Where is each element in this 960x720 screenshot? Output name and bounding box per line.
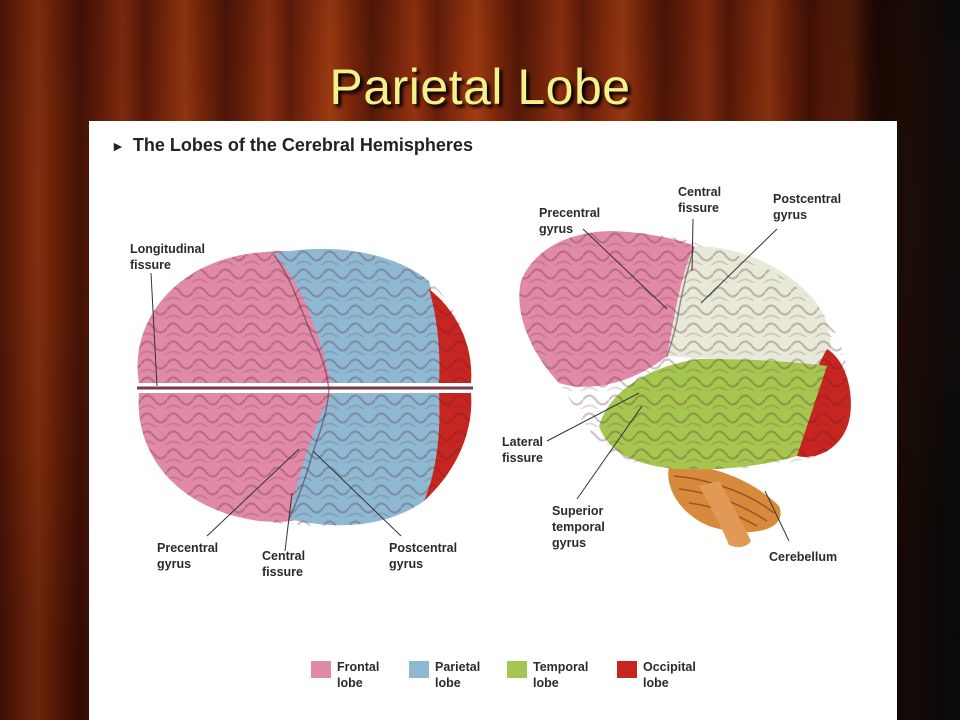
triangle-marker-icon: ► [111, 138, 125, 154]
legend-swatch-occipital [617, 661, 637, 678]
label-top-postcentral-gyrus: Postcentral gyrus [389, 541, 458, 571]
figure-heading: ► The Lobes of the Cerebral Hemispheres [111, 135, 473, 156]
side-view-leader-lines [546, 218, 790, 542]
label-side-central-fissure: Central fissure [678, 185, 722, 215]
legend-label-parietal: Parietal lobe [435, 660, 481, 690]
legend-label-occipital: Occipital lobe [643, 660, 696, 690]
legend-swatch-temporal [507, 661, 527, 678]
legend-label-temporal: Temporal lobe [533, 660, 589, 690]
label-side-postcentral-gyrus: Postcentral gyrus [773, 192, 842, 222]
legend-label-frontal: Frontal lobe [337, 660, 380, 690]
side-view-brain [519, 231, 851, 548]
brain-illustrations [137, 218, 851, 552]
label-side-lateral-fissure: Lateral fissure [502, 435, 543, 465]
label-side-cerebellum: Cerebellum [769, 550, 838, 564]
label-top-precentral-gyrus: Precentral gyrus [157, 541, 219, 571]
label-side-precentral-gyrus: Precentral gyrus [539, 206, 601, 236]
brain-lobes-figure: ► The Lobes of the Cerebral Hemispheres [89, 121, 897, 720]
top-view-brain [137, 248, 473, 526]
legend-swatch-frontal [311, 661, 331, 678]
top-view-leader-lines [150, 272, 402, 552]
figure-heading-text: The Lobes of the Cerebral Hemispheres [132, 135, 473, 155]
label-top-longitudinal-fissure: Longitudinal fissure [130, 242, 205, 272]
side-brain-stem [699, 481, 751, 548]
slide-title: Parietal Lobe [329, 59, 631, 115]
label-side-superior-temporal-gyrus: Superior temporal gyrus [552, 504, 605, 550]
legend-swatch-parietal [409, 661, 429, 678]
label-top-central-fissure: Central fissure [262, 549, 306, 579]
